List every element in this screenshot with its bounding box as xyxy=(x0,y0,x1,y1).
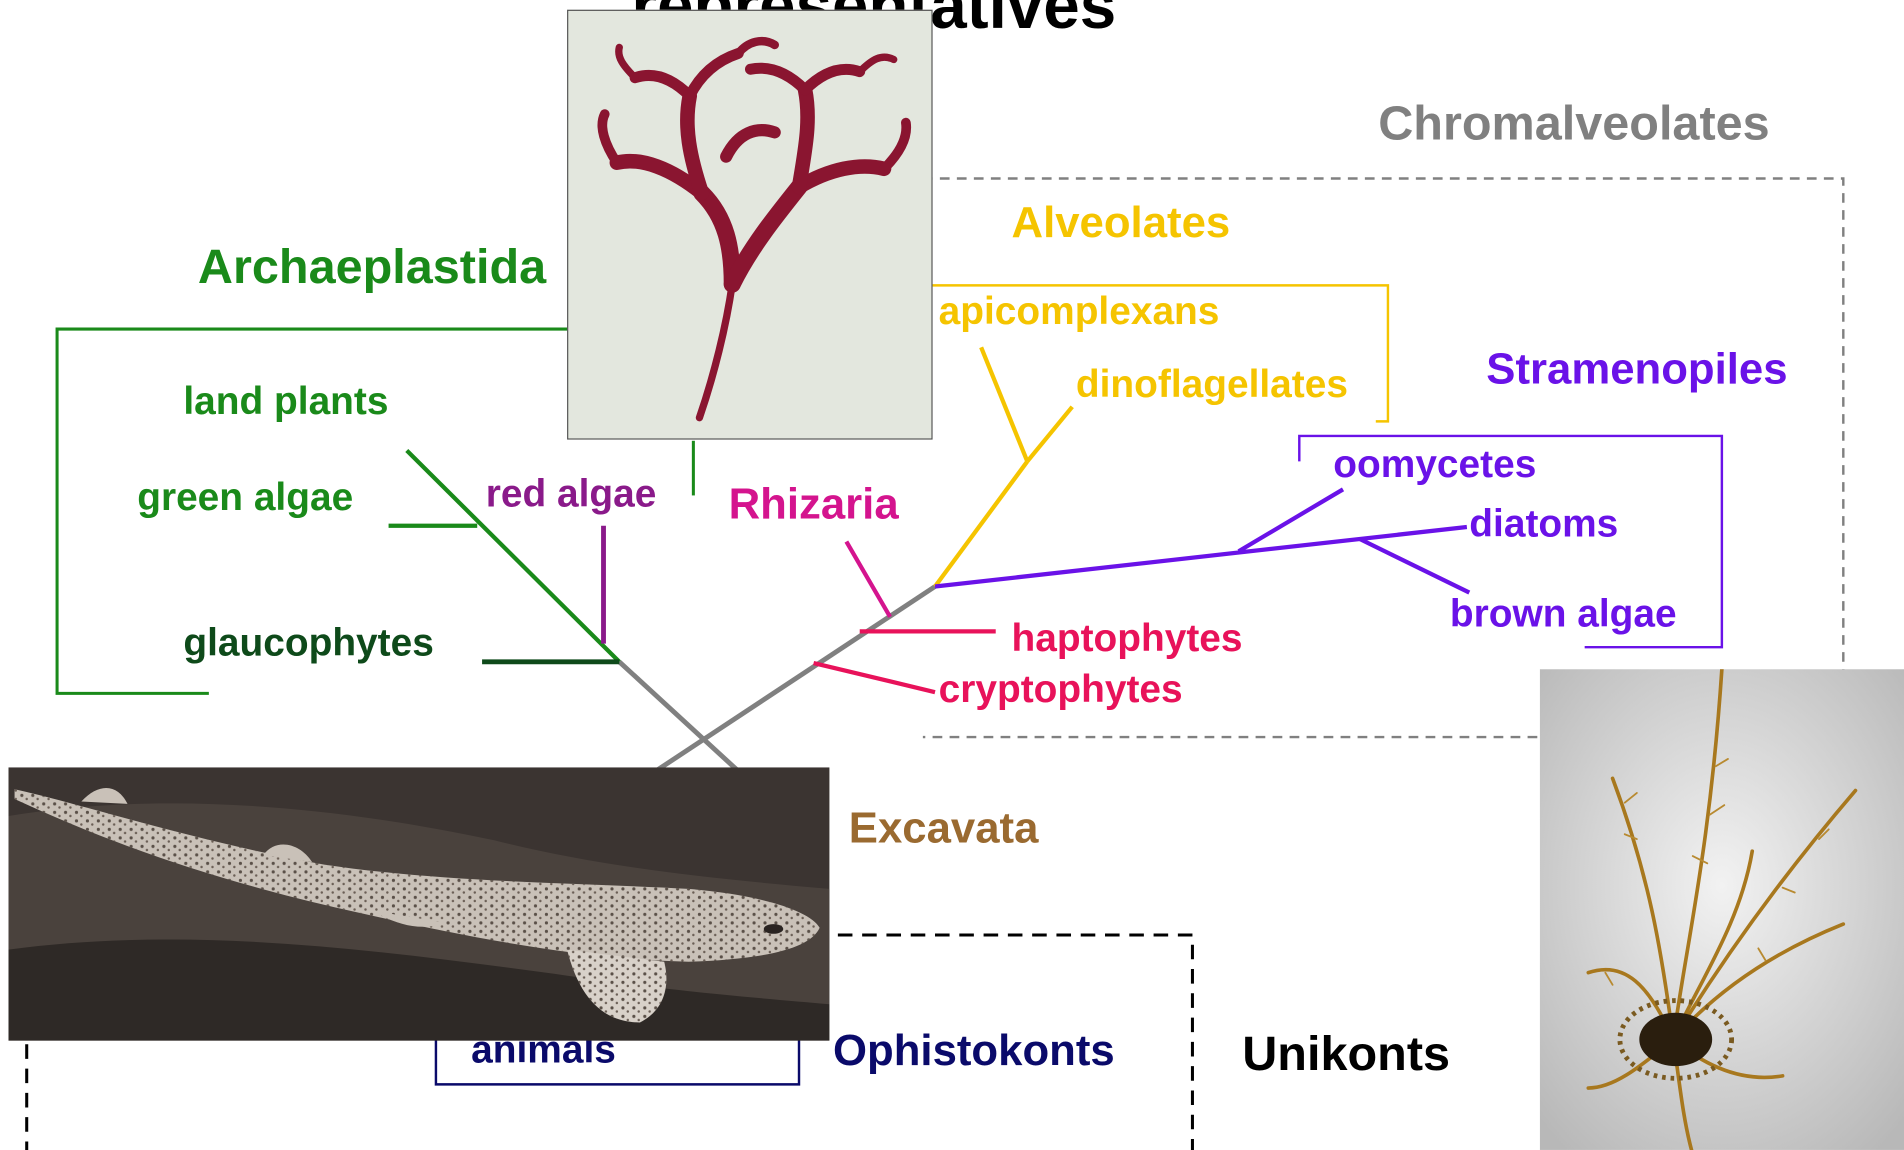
cryptophytes-branch xyxy=(814,663,935,692)
alveolates-label: Alveolates xyxy=(1012,200,1231,244)
diatoms-label: diatoms xyxy=(1469,504,1618,543)
land-plants-label: land plants xyxy=(183,381,388,420)
brown-alga-photo xyxy=(1540,669,1904,1150)
trunk-branch-right xyxy=(656,587,935,772)
stramenopiles-label: Stramenopiles xyxy=(1486,347,1787,391)
brown-algae-branch xyxy=(1360,539,1469,592)
dinoflagellates-label: dinoflagellates xyxy=(1076,364,1348,403)
ophistokonts-label: Ophistokonts xyxy=(833,1029,1115,1073)
rhizaria-label: Rhizaria xyxy=(729,482,899,526)
excavata-label: Excavata xyxy=(849,806,1039,850)
dogfish-shark-photo xyxy=(9,767,830,1040)
brown-algae-label: brown algae xyxy=(1450,594,1677,633)
apicomplexans-branch xyxy=(981,347,1027,461)
red-alga-photo xyxy=(567,10,933,440)
haptophytes-label: haptophytes xyxy=(1012,618,1243,657)
alveolates-stem xyxy=(935,461,1027,586)
green-algae-label: green algae xyxy=(137,477,353,516)
chromalveolates-label: Chromalveolates xyxy=(1378,100,1769,149)
oomycetes-label: oomycetes xyxy=(1333,444,1536,483)
dinoflagellates-branch xyxy=(1027,407,1072,462)
stramenopiles-stem xyxy=(935,527,1467,587)
glaucophytes-label: glaucophytes xyxy=(183,623,433,662)
unikonts-label: Unikonts xyxy=(1242,1030,1450,1079)
apicomplexans-label: apicomplexans xyxy=(939,291,1220,330)
archaeplastida-label: Archaeplastida xyxy=(198,243,546,292)
rhizaria-branch xyxy=(846,542,890,617)
red-algae-label: red algae xyxy=(486,474,657,513)
cryptophytes-label: cryptophytes xyxy=(939,669,1183,708)
